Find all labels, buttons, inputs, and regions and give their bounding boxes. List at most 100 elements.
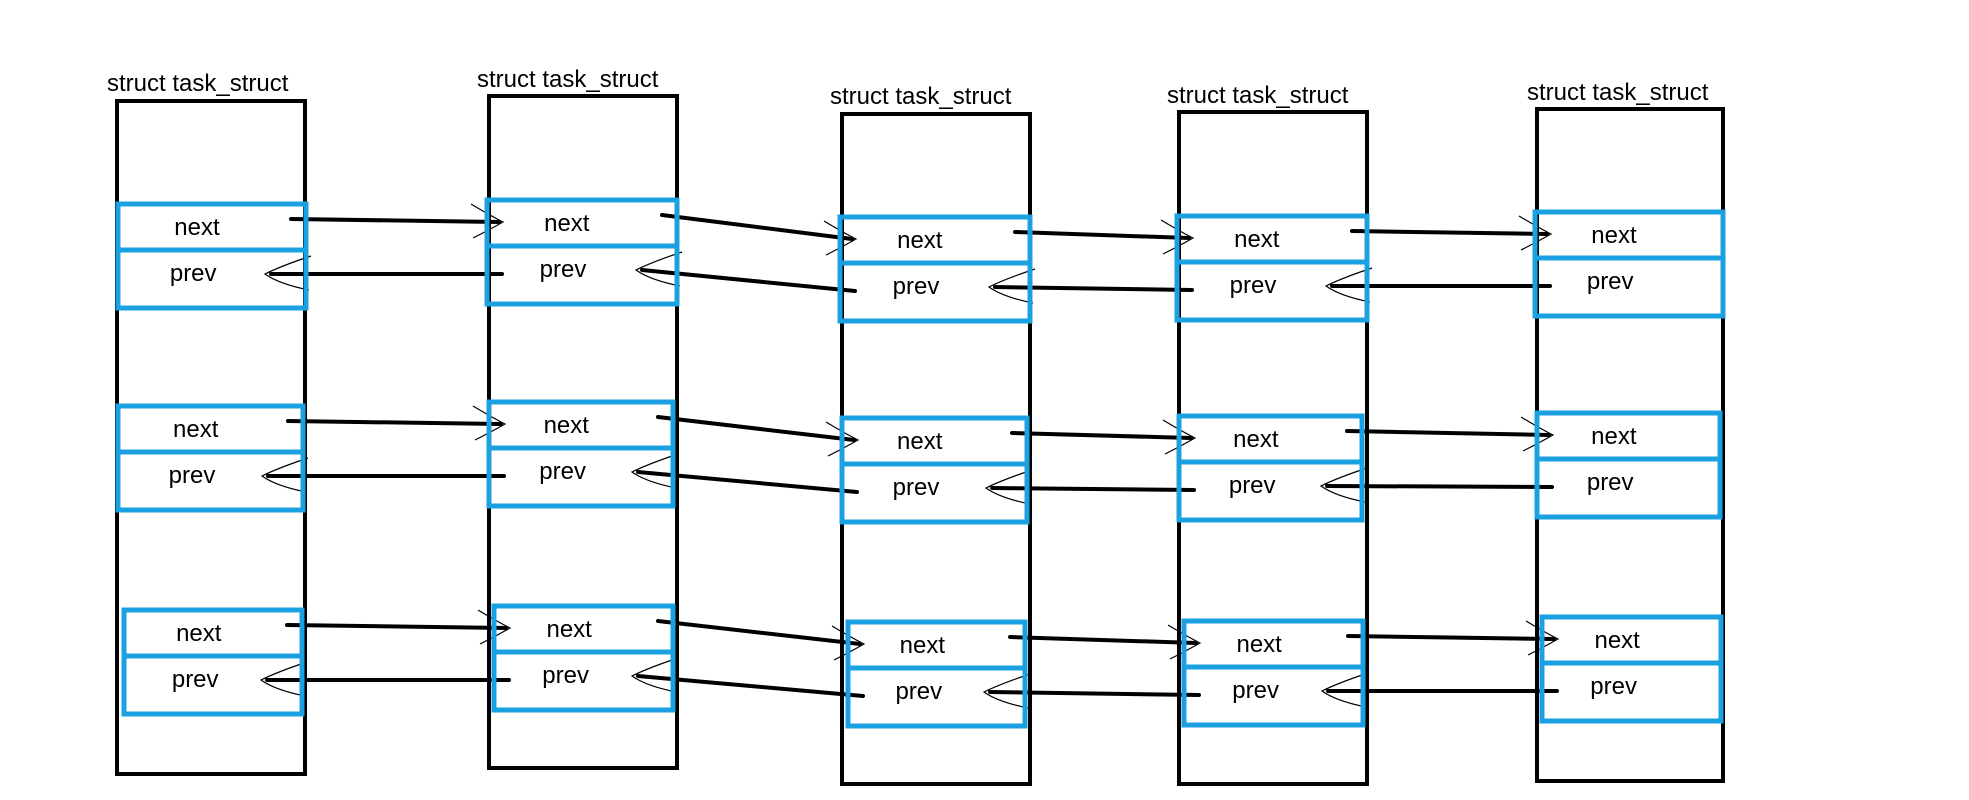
prev-field [1174, 259, 1370, 323]
prev-label: prev [539, 458, 586, 485]
next-pointer [656, 415, 856, 442]
list-head-3: next prev [121, 607, 305, 717]
next-label: next [546, 616, 592, 643]
prev-field [1539, 660, 1724, 724]
list-head-3: next prev [491, 603, 676, 713]
prev-field [121, 653, 305, 717]
list-head-1: next prev [1174, 213, 1370, 323]
next-label: next [544, 412, 590, 439]
arrowhead [1160, 219, 1195, 255]
next-label: next [900, 632, 946, 659]
arrowhead [987, 268, 1036, 304]
prev-field [845, 665, 1028, 729]
next-label: next [1234, 226, 1280, 253]
arrowhead [984, 469, 1033, 505]
prev-label: prev [1229, 472, 1276, 499]
arrowhead [1520, 416, 1555, 452]
prev-field [115, 247, 309, 311]
arrowhead [1162, 419, 1197, 455]
next-label: next [1591, 423, 1637, 450]
prev-pointer [988, 690, 1201, 697]
prev-field [491, 649, 676, 713]
arrowhead [1320, 672, 1369, 708]
arrowhead [630, 453, 679, 489]
arrowhead [263, 255, 312, 291]
list-head-1: next prev [1532, 209, 1726, 319]
list-head-3: next prev [1539, 614, 1724, 724]
struct-title: struct task_struct [1527, 79, 1709, 106]
prev-label: prev [1590, 673, 1637, 700]
next-pointer [1346, 634, 1556, 641]
next-pointer [656, 619, 862, 646]
next-label: next [897, 428, 943, 455]
arrowhead [472, 405, 507, 441]
prev-label: prev [1587, 268, 1634, 295]
struct-title: struct task_struct [1167, 82, 1349, 109]
arrowhead [259, 661, 308, 697]
list-head-2: next prev [486, 399, 676, 509]
prev-pointer [990, 486, 1196, 492]
next-pointer [289, 217, 501, 224]
prev-label: prev [1232, 677, 1279, 704]
next-label: next [176, 620, 222, 647]
list-head-3: next prev [845, 619, 1028, 729]
prev-field [1176, 459, 1365, 523]
task-struct-3: struct task_structnextprevnextprevnextpr… [830, 83, 1033, 786]
struct-title: struct task_struct [830, 83, 1012, 110]
list-head-2: next prev [1176, 413, 1365, 523]
next-pointer [286, 419, 503, 426]
arrowhead [260, 457, 309, 493]
struct-title: struct task_struct [107, 70, 289, 97]
list-head-1: next prev [484, 197, 680, 307]
prev-field [1532, 255, 1726, 319]
prev-pointer [993, 285, 1194, 292]
prev-field [837, 260, 1033, 324]
prev-label: prev [893, 273, 940, 300]
next-label: next [1233, 426, 1279, 453]
struct-title: struct task_struct [477, 66, 659, 93]
prev-label: prev [1587, 469, 1634, 496]
prev-label: prev [1230, 272, 1277, 299]
prev-label: prev [542, 662, 589, 689]
prev-field [1181, 664, 1366, 728]
next-label: next [1591, 222, 1637, 249]
arrowhead [823, 220, 858, 256]
next-label: next [173, 416, 219, 443]
next-pointer [1345, 429, 1551, 437]
arrowhead [470, 203, 505, 239]
next-pointer [1008, 635, 1198, 645]
prev-label: prev [172, 666, 219, 693]
list-head-2: next prev [839, 415, 1030, 525]
arrowhead [634, 251, 683, 287]
arrowhead [825, 421, 860, 457]
prev-label: prev [893, 474, 940, 501]
task-struct-1: struct task_structnextprevnextprevnextpr… [107, 70, 309, 776]
prev-field [115, 449, 306, 513]
arrowhead [1319, 467, 1368, 503]
prev-field [1534, 456, 1723, 520]
arrowhead [1518, 215, 1553, 251]
next-pointer [1010, 431, 1193, 440]
arrowhead [1324, 267, 1373, 303]
prev-field [839, 461, 1030, 525]
list-head-2: next prev [1534, 410, 1723, 520]
arrowhead [982, 673, 1031, 709]
prev-pointer [640, 268, 857, 293]
next-pointer [1013, 230, 1191, 240]
next-pointer [660, 213, 854, 241]
prev-label: prev [170, 260, 217, 287]
list-head-3: next prev [1181, 618, 1366, 728]
next-label: next [1236, 631, 1282, 658]
arrowhead [630, 657, 679, 693]
next-label: next [1594, 627, 1640, 654]
next-pointer [285, 623, 508, 630]
prev-label: prev [895, 678, 942, 705]
next-label: next [544, 210, 590, 237]
prev-label: prev [540, 256, 587, 283]
